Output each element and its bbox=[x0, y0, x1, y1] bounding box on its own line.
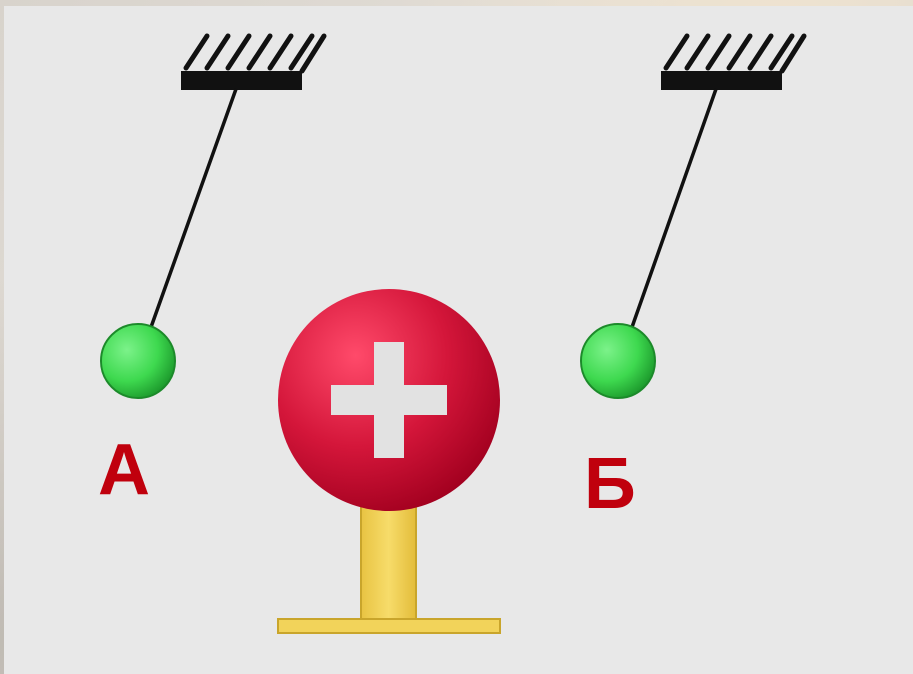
right-support-hatching bbox=[663, 33, 807, 74]
conductor-stand bbox=[277, 491, 501, 634]
label-left-ball: А bbox=[98, 430, 150, 510]
right-thread bbox=[629, 88, 718, 331]
stand-post bbox=[360, 491, 417, 623]
stand-base bbox=[277, 618, 501, 634]
left-ceiling-support bbox=[181, 33, 327, 90]
right-ball bbox=[580, 323, 656, 399]
plus-sign-icon bbox=[331, 342, 447, 458]
left-thread bbox=[148, 88, 238, 331]
left-ball bbox=[100, 323, 176, 399]
left-support-hatching bbox=[183, 33, 327, 74]
right-ceiling-support bbox=[661, 33, 807, 90]
left-support-bar bbox=[181, 71, 302, 90]
label-right-ball: Б bbox=[584, 444, 636, 524]
right-support-bar bbox=[661, 71, 782, 90]
